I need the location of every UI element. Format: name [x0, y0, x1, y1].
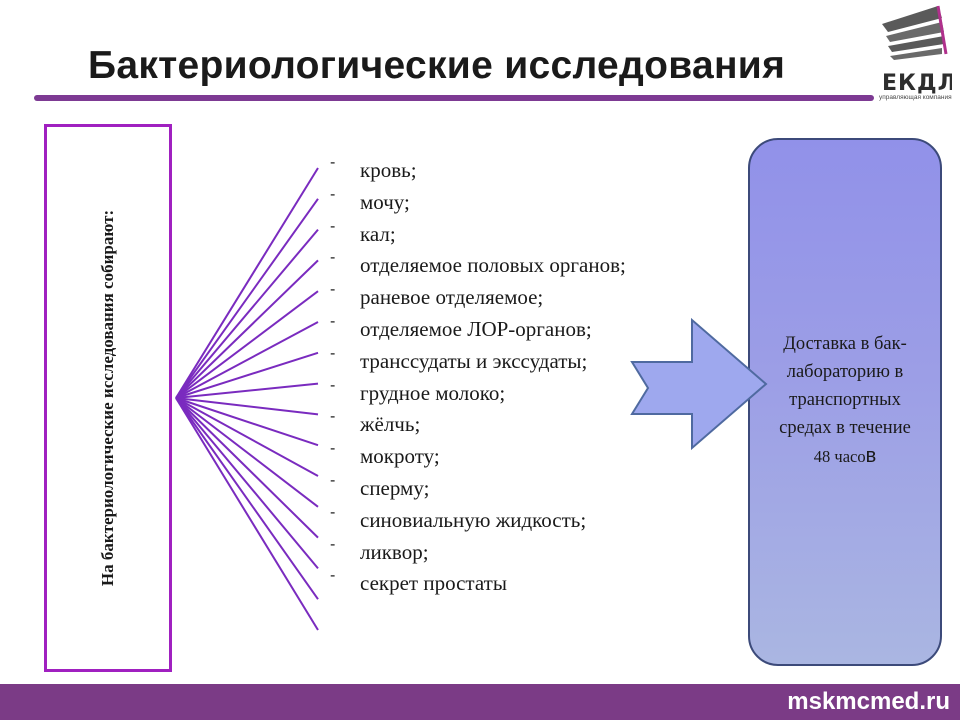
delivery-line-5: 48 часов [755, 442, 935, 471]
fan-line [175, 167, 319, 399]
logo-mark: ЕКДЛ [882, 71, 952, 96]
list-item: - кал; [330, 218, 626, 251]
list-item-text: секрет простаты [360, 571, 507, 596]
list-bullet: - [330, 249, 336, 267]
list-item-text: раневое отделяемое; [360, 285, 544, 310]
fan-line [175, 382, 319, 399]
delivery-line-1: Доставка в бак- [783, 334, 907, 354]
delivery-box [748, 138, 942, 666]
page-title: Бактериологические исследования [88, 44, 786, 87]
list-bullet: - [330, 344, 336, 362]
list-item: - кровь; [330, 154, 626, 187]
title-underline [34, 95, 874, 101]
ekdl-logo-icon: ЕКДЛ [882, 5, 952, 96]
fan-line [175, 290, 319, 399]
list-item-text: синовиальную жидкость; [360, 507, 587, 532]
fan-line [175, 228, 319, 399]
collection-box [44, 124, 172, 672]
list-item: - ликвор; [330, 536, 626, 569]
fan-line [175, 397, 319, 477]
list-item-text: сперму; [360, 475, 430, 500]
list-item-text: отделяемое ЛОР-органов; [360, 316, 592, 341]
fan-line [175, 397, 319, 570]
list-item: - раневое отделяемое; [330, 281, 626, 314]
fan-line [175, 397, 319, 600]
footer-bar: mskmcmed.ru [0, 684, 960, 720]
list-item: - синовиальную жидкость; [330, 504, 626, 537]
footer-site: mskmcmed.ru [787, 688, 950, 715]
list-item: - грудное молоко; [330, 377, 626, 410]
logo-subtitle: управляющая компания [879, 94, 952, 101]
list-item: - отделяемое ЛОР-органов; [330, 313, 626, 346]
fan-line [175, 259, 319, 399]
delivery-line-4: средах в течение [779, 418, 911, 438]
fan-line [175, 397, 319, 416]
list-bullet: - [330, 408, 336, 426]
list-item-text: мочу; [360, 189, 410, 214]
list-item-text: транссудаты и экссудаты; [360, 348, 588, 373]
fan-line [175, 198, 319, 399]
list-bullet: - [330, 185, 336, 203]
fan-line [175, 397, 319, 539]
fan-line [175, 397, 319, 508]
list-item-text: кровь; [360, 158, 417, 182]
list-item: - мокроту; [330, 440, 626, 473]
list-item-text: жёлчь; [360, 412, 421, 437]
list-bullet: - [330, 217, 336, 235]
list-bullet: - [330, 281, 336, 299]
delivery-line-5-b: в [865, 445, 877, 467]
list-bullet: - [330, 535, 336, 553]
list-item: - мочу; [330, 186, 626, 219]
fan-line [175, 351, 319, 399]
list-item-text: отделяемое половых органов; [360, 253, 626, 278]
list-bullet: - [330, 567, 336, 585]
list-item-text: кал; [360, 221, 396, 246]
delivery-line-2: лабораторию в [786, 362, 904, 382]
delivery-line-5-a: 48 часо [813, 447, 866, 466]
list-item: - транссудаты и экссудаты; [330, 345, 626, 378]
fan-line [175, 321, 319, 399]
list-bullet: - [330, 503, 336, 521]
list-bullet: - [330, 154, 336, 171]
list-bullet: - [330, 376, 336, 394]
specimen-list: - кровь; - мочу; - кал; - отделяемое половых ор… [330, 154, 626, 600]
list-bullet: - [330, 471, 336, 489]
list-item: - секрет простаты [330, 567, 626, 600]
delivery-line-3: транспортных [789, 390, 901, 410]
list-bullet: - [330, 440, 336, 458]
list-item-text: мокроту; [360, 444, 440, 469]
list-item: - отделяемое половых органов; [330, 249, 626, 282]
fan-line [175, 397, 319, 631]
list-item-text: ликвор; [360, 539, 429, 564]
list-item-text: грудное молоко; [360, 380, 506, 405]
fan-line [175, 397, 319, 447]
list-bullet: - [330, 312, 336, 330]
list-item: - жёлчь; [330, 408, 626, 441]
delivery-text: Доставка в бак- лабораторию в транспортн… [755, 330, 935, 471]
list-item: - сперму; [330, 472, 626, 505]
